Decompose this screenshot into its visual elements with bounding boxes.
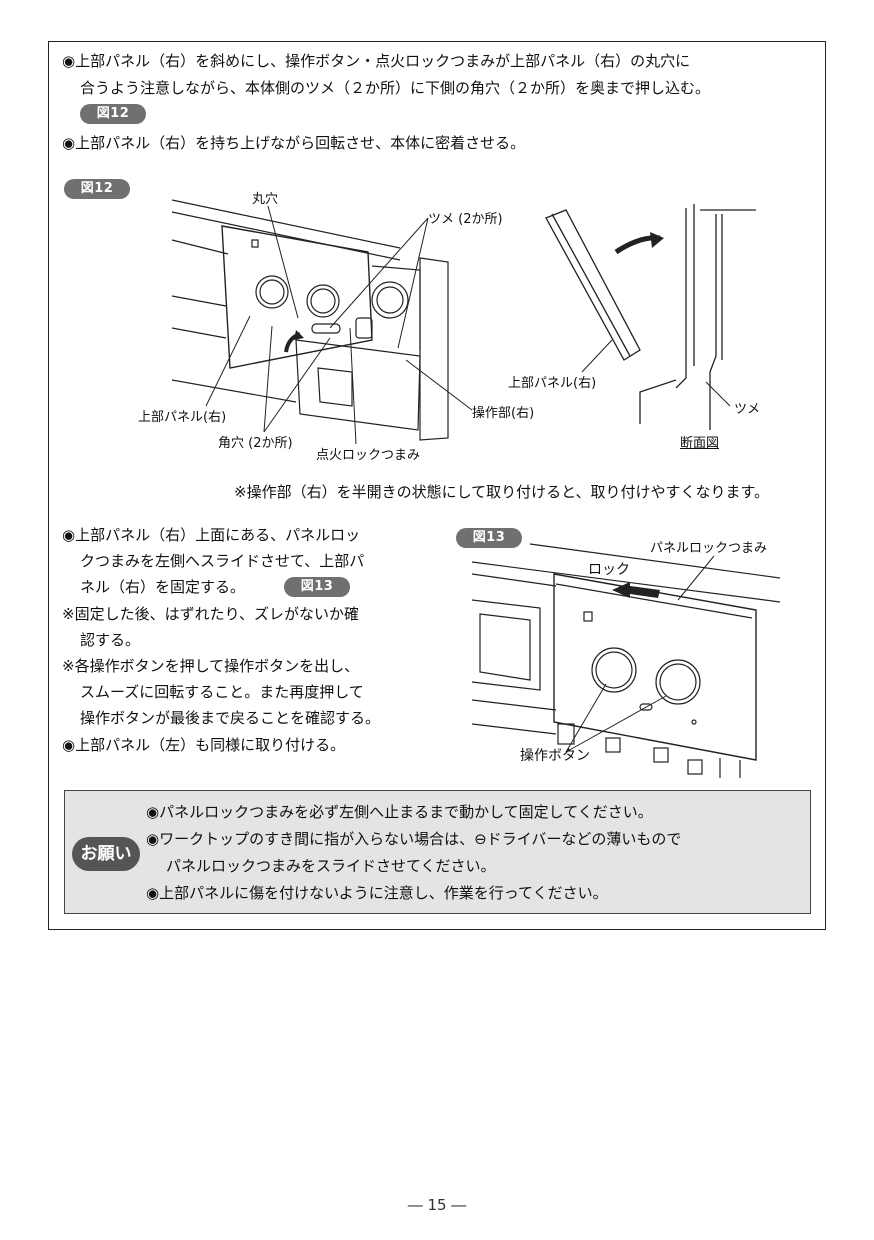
request-item-2-cont: パネルロックつまみをスライドさせてください。 — [166, 857, 496, 875]
label-upper-panel-right: 上部パネル(右) — [138, 410, 227, 425]
intro-line-3: ◉上部パネル（右）を持ち上げながら回転させ、本体に密着させる。 — [62, 134, 526, 152]
label-upper-panel-right-side: 上部パネル(右) — [508, 376, 597, 391]
label-cross-section: 断面図 — [680, 436, 720, 451]
label-kakuana: 角穴 (2か所) — [218, 436, 293, 451]
label-tsume-2: ツメ (2か所) — [428, 212, 503, 227]
label-maruana: 丸穴 — [252, 192, 279, 207]
figure13-badge: 図13 — [456, 528, 522, 548]
instruction-2-line-1: ※固定した後、はずれたり、ズレがないか確 — [62, 605, 359, 623]
figure13-ref-badge: 図13 — [284, 577, 350, 597]
page-frame — [48, 41, 826, 930]
instruction-3-line-1: ※各操作ボタンを押して操作ボタンを出し、 — [62, 657, 360, 675]
page-number: ― 15 ― — [407, 1196, 467, 1214]
instruction-4: ◉上部パネル（左）も同様に取り付ける。 — [62, 736, 346, 754]
request-item-1: ◉パネルロックつまみを必ず左側へ止まるまで動かして固定してください。 — [146, 803, 653, 821]
instruction-2-line-2: 認する。 — [80, 631, 141, 649]
instruction-1-line-1: ◉上部パネル（右）上面にある、パネルロッ — [62, 526, 361, 544]
label-ignition-lock-knob: 点火ロックつまみ — [316, 448, 421, 463]
instruction-1-line-2: クつまみを左側へスライドさせて、上部パ — [80, 552, 365, 570]
instruction-1-line-3: ネル（右）を固定する。 — [80, 578, 246, 596]
request-item-3: ◉上部パネルに傷を付けないように注意し、作業を行ってください。 — [146, 884, 608, 902]
label-operation-button: 操作ボタン — [520, 748, 590, 764]
figure12-ref-badge: 図12 — [80, 104, 146, 124]
request-item-2: ◉ワークトップのすき間に指が入らない場合は、⊖ドライバーなどの薄いもので — [146, 830, 682, 848]
instruction-3-line-3: 操作ボタンが最後まで戻ることを確認する。 — [80, 709, 381, 727]
figure12-badge: 図12 — [64, 179, 130, 199]
label-tsume: ツメ — [734, 402, 761, 417]
request-badge: お願い — [72, 837, 140, 871]
label-lock: ロック — [588, 562, 630, 578]
intro-line-2: 合うよう注意しながら、本体側のツメ（２か所）に下側の角穴（２か所）を奥まで押し込… — [80, 79, 711, 97]
intro-line-1: ◉上部パネル（右）を斜めにし、操作ボタン・点火ロックつまみが上部パネル（右）の丸… — [62, 52, 691, 70]
figure12-note: ※操作部（右）を半開きの状態にして取り付けると、取り付けやすくなります。 — [234, 483, 770, 501]
instruction-3-line-2: スムーズに回転すること。また再度押して — [80, 683, 364, 701]
label-operation-part-right: 操作部(右) — [472, 406, 535, 421]
request-box — [64, 790, 811, 914]
label-panel-lock-knob: パネルロックつまみ — [650, 541, 768, 556]
